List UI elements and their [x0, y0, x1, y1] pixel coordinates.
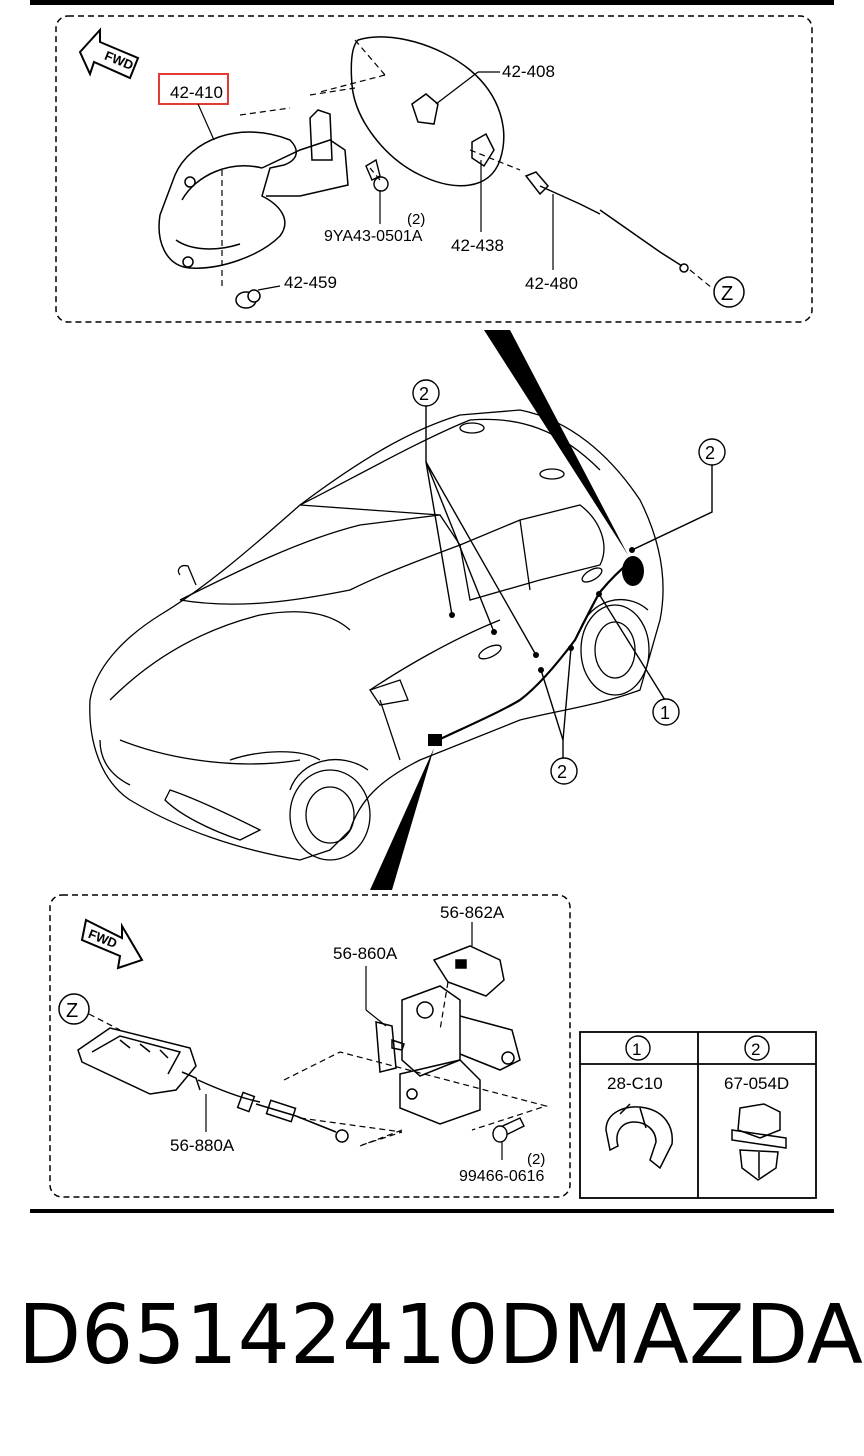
filler-housing-part [350, 36, 505, 187]
legend-marker-2: 2 [751, 1040, 760, 1059]
legend-marker-1: 1 [632, 1040, 641, 1059]
connector-z-bottom [58, 993, 90, 1025]
part-label-56-860A: 56-860A [333, 944, 398, 963]
connector-z-top [713, 276, 745, 308]
legend-part-28-C10: 28-C10 [607, 1074, 663, 1093]
latch-part [375, 985, 521, 1125]
bolt-part-bottom [492, 1117, 525, 1143]
bolt-part [365, 158, 389, 192]
release-cable-part [524, 171, 689, 273]
legend-table: 1 2 28-C10 67-054D [579, 1031, 817, 1199]
callout-2-bottom: 2 [550, 757, 578, 785]
part-label-42-410: 42-410 [170, 83, 223, 102]
release-cable-route [433, 561, 631, 743]
bolt-label-bottom: 99466-0616 [459, 1168, 545, 1185]
callout-2-top: 2 [412, 379, 440, 407]
svg-text:2: 2 [557, 762, 567, 782]
release-lever-part [77, 1027, 349, 1143]
connector-z-label-bottom: Z [66, 1000, 78, 1022]
callout-2-right: 2 [698, 438, 726, 466]
part-label-42-459: 42-459 [284, 273, 337, 292]
pointer-wedge-top [484, 330, 628, 555]
bottom-rule [30, 1209, 834, 1213]
fuel-lid-location [622, 556, 644, 586]
clip-28-C10-icon [605, 1103, 673, 1170]
callout-1: 1 [652, 698, 680, 726]
clip-67-054D-icon [731, 1103, 787, 1181]
svg-text:2: 2 [419, 384, 429, 404]
svg-text:2: 2 [705, 443, 715, 463]
bottom-detail-panel: FWD Z 56-880A [49, 894, 571, 1198]
part-label-42-408: 42-408 [502, 62, 555, 81]
fwd-arrow-icon: FWD [78, 27, 140, 80]
top-detail-panel: FWD 42-410 [55, 15, 813, 323]
legend-part-67-054D: 67-054D [724, 1074, 789, 1093]
part-label-42-480: 42-480 [525, 274, 578, 293]
pointer-wedge-bottom [370, 748, 434, 890]
brand-name: MAZDA [562, 1288, 863, 1383]
bolt-qty-bottom: (2) [527, 1151, 545, 1168]
bolt-qty: (2) [407, 211, 425, 228]
svg-text:1: 1 [660, 703, 670, 723]
highlight-box [158, 73, 229, 105]
part-number: D65142410D [18, 1288, 562, 1383]
top-rule [30, 0, 834, 5]
part-label-56-862A: 56-862A [440, 903, 505, 922]
release-lever-location [428, 734, 442, 746]
part-label-42-438: 42-438 [451, 236, 504, 255]
fuel-lid-part [158, 109, 349, 269]
grommet-part [235, 289, 261, 309]
fwd-arrow-icon-bottom: FWD [80, 918, 144, 970]
part-label-56-880A: 56-880A [170, 1136, 235, 1155]
bolt-label: 9YA43-0501A [324, 228, 423, 245]
connector-z-label-top: Z [721, 283, 733, 305]
car-illustration [89, 409, 664, 861]
